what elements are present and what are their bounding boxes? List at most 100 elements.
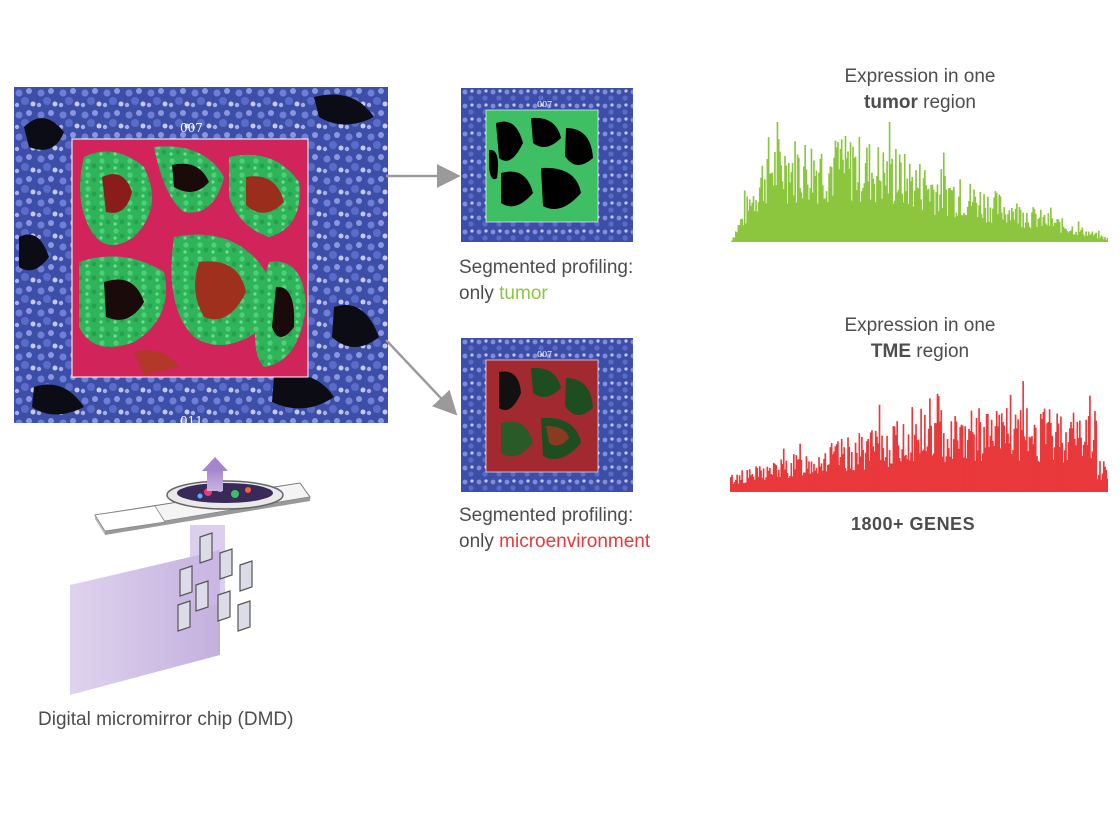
tumor-expression-title-line2: tumor region <box>770 90 1070 116</box>
profile-bar <box>828 173 830 242</box>
tme-expression-title-rest: region <box>911 341 970 362</box>
profile-bar <box>1033 424 1036 492</box>
tumor-roi-label: 007 <box>537 100 552 109</box>
profile-bar <box>1082 444 1085 492</box>
profile-bar <box>906 178 909 242</box>
profile-bar <box>983 426 985 492</box>
profile-bar <box>780 165 783 242</box>
profile-bar <box>979 191 982 242</box>
profile-bar <box>915 170 917 242</box>
profile-bar <box>1034 427 1037 492</box>
profile-bar <box>931 184 934 242</box>
profile-bar <box>1105 469 1108 492</box>
tumor-caption-prefix: only <box>459 283 500 304</box>
profile-bar <box>1028 226 1031 242</box>
profile-bar <box>960 214 963 242</box>
profile-bar <box>971 201 974 242</box>
profile-bar <box>828 464 830 492</box>
profile-bar <box>789 476 791 492</box>
profile-bar <box>905 454 907 492</box>
profile-bar <box>961 425 964 492</box>
profile-bar <box>736 474 738 492</box>
profile-bar <box>766 466 769 492</box>
profile-bar <box>766 158 769 242</box>
profile-bar <box>753 479 756 492</box>
profile-bar <box>927 428 930 492</box>
profile-bar <box>915 424 917 492</box>
profile-bar <box>1085 231 1087 242</box>
profile-bar <box>775 465 778 492</box>
profile-bar <box>1106 478 1108 492</box>
profile-bar <box>799 443 801 492</box>
profile-bar <box>823 198 825 242</box>
profile-bar <box>764 179 766 242</box>
profile-bar <box>916 440 919 492</box>
profile-bar <box>1038 217 1041 242</box>
profile-bar <box>871 430 873 492</box>
profile-bar <box>990 419 993 492</box>
profile-bar <box>879 181 882 242</box>
profile-bar <box>887 466 890 492</box>
profile-bar <box>733 237 736 242</box>
profile-bar <box>777 139 780 242</box>
profile-bar <box>920 408 922 492</box>
profile-bar <box>907 434 910 492</box>
profile-bar <box>816 203 819 242</box>
profile-bar <box>1079 231 1081 242</box>
tme-expression-title-line2: TME region <box>770 339 1070 365</box>
profile-bar <box>1022 381 1024 492</box>
profile-bar <box>1092 440 1095 492</box>
profile-bar <box>809 473 812 492</box>
profile-bar <box>874 430 877 492</box>
profile-bar <box>1053 447 1056 492</box>
profile-bar <box>746 196 749 242</box>
profile-bar <box>1077 221 1080 242</box>
tme-caption-highlight: microenvironment <box>499 531 651 552</box>
profile-bar <box>895 149 897 242</box>
profile-bar <box>969 430 972 492</box>
profile-bar <box>893 200 896 242</box>
profile-bar <box>910 452 912 492</box>
profile-bar <box>987 414 989 492</box>
profile-bar <box>882 448 885 492</box>
profile-bar <box>801 198 804 242</box>
profile-bar <box>871 172 873 242</box>
profile-bar <box>772 462 775 492</box>
profile-bar <box>1019 209 1022 242</box>
profile-bar <box>735 479 737 492</box>
profile-bar <box>892 203 895 242</box>
profile-bar <box>998 194 1001 242</box>
profile-bar <box>879 460 882 492</box>
profile-bar <box>748 199 751 242</box>
profile-bar <box>767 470 770 492</box>
profile-bar <box>971 432 974 492</box>
tme-caption-line2: only microenvironment <box>459 529 650 555</box>
profile-bar <box>1052 226 1055 242</box>
profile-bar <box>1012 211 1014 242</box>
profile-bar <box>790 172 793 242</box>
profile-bar <box>741 470 743 492</box>
profile-bar <box>1106 237 1108 242</box>
profile-bar <box>765 203 767 242</box>
profile-bar <box>849 468 852 492</box>
profile-bar <box>1056 413 1058 492</box>
profile-bar <box>1092 235 1095 242</box>
profile-bar <box>1100 235 1103 242</box>
profile-bar <box>930 425 932 492</box>
profile-bar <box>968 428 970 492</box>
profile-bar <box>761 477 764 492</box>
profile-bar <box>1029 437 1032 492</box>
profile-bar <box>815 467 818 492</box>
profile-bar <box>1005 222 1008 242</box>
profile-bar <box>1032 207 1035 242</box>
profile-bar <box>787 163 790 242</box>
profile-bar <box>1105 239 1108 242</box>
profile-bar <box>1000 413 1003 492</box>
profile-bar <box>762 468 765 492</box>
profile-bar <box>1031 436 1033 492</box>
tumor-expression-title-rest: region <box>917 92 976 113</box>
profile-bar <box>1004 443 1007 492</box>
profile-bar <box>886 435 888 492</box>
profile-bar <box>748 469 751 492</box>
profile-bar <box>756 467 759 492</box>
